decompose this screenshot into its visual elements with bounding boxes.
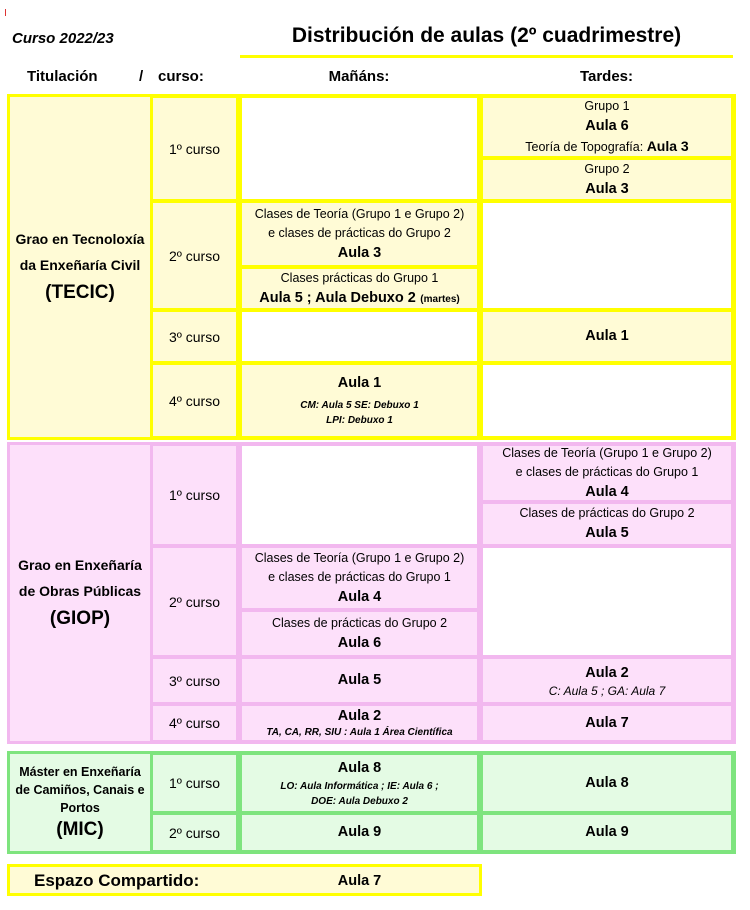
col-header-curso: curso: [158, 68, 204, 85]
tecic-1-morning-empty [239, 95, 480, 202]
giop-2-morning-theory: Clases de Teoría (Grupo 1 e Grupo 2) e c… [239, 545, 480, 611]
tecic-curso-4: 4º curso [150, 362, 239, 439]
mic-1-afternoon: Aula 8 [480, 752, 734, 814]
tecic-3-morning-empty [239, 309, 480, 364]
tecic-curso-2: 2º curso [150, 200, 239, 311]
text-line: Clases de prácticas do Grupo 2 [271, 615, 448, 630]
aula-label: Aula 5 [585, 525, 629, 541]
mic-degree-name: Máster en Enxeñaría de Camiños, Canais e… [10, 754, 150, 851]
mic-2-afternoon: Aula 9 [480, 812, 734, 853]
mic-curso-2: 2º curso [150, 812, 239, 853]
text-line: Clases de Teoría (Grupo 1 e Grupo 2) [254, 206, 465, 221]
note-line: DOE: Aula Debuxo 2 [311, 795, 408, 807]
giop-2-afternoon-empty [480, 545, 734, 658]
giop-1-morning-empty [239, 443, 480, 547]
degree-line: Portos [60, 800, 100, 815]
degree-line: Grao en Tecnoloxía [15, 231, 145, 247]
course-year: Curso 2022/23 [12, 30, 114, 47]
aula-label: Aula 4 [337, 588, 382, 605]
giop-curso-3: 3º curso [150, 656, 239, 705]
text-line: e clases de prácticas do Grupo 2 [268, 225, 451, 240]
aula-label: Aula 4 [585, 483, 629, 500]
aula-label: Aula 2 [337, 707, 382, 724]
group-label: Grupo 2 [584, 161, 630, 176]
tecic-2-afternoon-empty [480, 200, 734, 311]
mic-curso-1: 1º curso [150, 752, 239, 814]
giop-degree-name: Grao en Enxeñaría de Obras Públicas (GIO… [10, 445, 150, 741]
tecic-4-afternoon-empty [480, 362, 734, 439]
topography-label: Teoría de Topografía: [525, 140, 644, 154]
text-line: Clases de Teoría (Grupo 1 e Grupo 2) [502, 445, 712, 460]
aula-label: Aula 3 [337, 244, 382, 261]
degree-line: Máster en Enxeñaría [19, 764, 141, 779]
degree-abbr: (TECIC) [45, 282, 115, 303]
note-line: C: Aula 5 ; GA: Aula 7 [548, 684, 666, 698]
text-line: Clases de Teoría (Grupo 1 e Grupo 2) [254, 550, 465, 565]
col-header-slash: / [139, 68, 144, 85]
giop-1-afternoon-practice: Clases de prácticas do Grupo 2 Aula 5 [480, 501, 734, 547]
tecic-2-morning-theory: Clases de Teoría (Grupo 1 e Grupo 2) e c… [239, 200, 480, 268]
tecic-1-afternoon-group1: Grupo 1 Aula 6 Teoría de Topografía: Aul… [480, 95, 734, 159]
text-line: Clases de prácticas do Grupo 2 [519, 506, 695, 520]
aula-label: Aula 6 [337, 634, 382, 651]
shared-space-box [7, 864, 482, 896]
giop-curso-4: 4º curso [150, 703, 239, 743]
topography-line: Teoría de Topografía: Aula 3 [525, 137, 688, 157]
degree-line: de Obras Públicas [18, 583, 142, 599]
aula-label: Aula 1 [337, 375, 382, 391]
degree-line: da Enxeñaría Civil [19, 257, 141, 273]
giop-2-morning-practice: Clases de prácticas do Grupo 2 Aula 6 [239, 609, 480, 658]
aula-label: Aula 2 [585, 665, 629, 681]
day-note: (martes) [420, 293, 460, 305]
page-title: Distribución de aulas (2º cuadrimestre) [291, 24, 682, 47]
tecic-2-morning-practice: Clases prácticas do Grupo 1 Aula 5 ; Aul… [239, 266, 480, 311]
giop-curso-1: 1º curso [150, 443, 239, 547]
tecic-degree-name: Grao en Tecnoloxía da Enxeñaría Civil (T… [10, 97, 150, 437]
note-line: CM: Aula 5 SE: Debuxo 1 [300, 400, 419, 411]
text-line: Clases prácticas do Grupo 1 [280, 270, 439, 285]
col-header-tardes: Tardes: [579, 68, 634, 85]
col-header-mananas: Mañáns: [328, 68, 390, 85]
mic-2-morning: Aula 9 [239, 812, 480, 853]
col-header-titulacion: Titulación [27, 68, 98, 85]
title-underline [240, 55, 733, 58]
degree-abbr: (MIC) [56, 818, 104, 840]
aula-line: Aula 5 ; Aula Debuxo 2 (martes) [259, 288, 460, 309]
shared-space-aula: Aula 7 [337, 873, 382, 889]
degree-line: Grao en Enxeñaría [18, 557, 142, 573]
aula-label: Aula 3 [646, 138, 689, 154]
tecic-1-afternoon-group2: Grupo 2 Aula 3 [480, 157, 734, 202]
corner-mark [5, 9, 6, 16]
shared-space-label: Espazo Compartido: [34, 871, 200, 890]
degree-abbr: (GIOP) [49, 608, 111, 629]
giop-curso-2: 2º curso [150, 545, 239, 658]
degree-line: de Camiños, Canais e [15, 782, 145, 797]
giop-4-morning: Aula 2 TA, CA, RR, SIU : Aula 1 Área Cie… [239, 703, 480, 743]
tecic-4-morning: Aula 1 CM: Aula 5 SE: Debuxo 1 LPI: Debu… [239, 362, 480, 439]
aula-label: Aula 5 ; Aula Debuxo 2 [259, 289, 416, 306]
group-label: Grupo 1 [584, 99, 630, 113]
aula-label: Aula 8 [337, 759, 382, 776]
text-line: e clases de prácticas do Grupo 1 [515, 464, 699, 479]
tecic-curso-1: 1º curso [150, 95, 239, 202]
giop-4-afternoon: Aula 7 [480, 703, 734, 743]
tecic-curso-3: 3º curso [150, 309, 239, 364]
giop-3-morning: Aula 5 [239, 656, 480, 705]
aula-label: Aula 3 [585, 180, 629, 197]
giop-1-afternoon-theory: Clases de Teoría (Grupo 1 e Grupo 2) e c… [480, 443, 734, 503]
note-line: LO: Aula Informática ; IE: Aula 6 ; [280, 780, 439, 792]
text-line: e clases de prácticas do Grupo 1 [268, 569, 451, 584]
mic-1-morning: Aula 8 LO: Aula Informática ; IE: Aula 6… [239, 752, 480, 814]
tecic-3-afternoon: Aula 1 [480, 309, 734, 364]
giop-3-afternoon: Aula 2 C: Aula 5 ; GA: Aula 7 [480, 656, 734, 705]
aula-label: Aula 6 [585, 118, 629, 134]
note-line: LPI: Debuxo 1 [326, 415, 393, 426]
note-line: TA, CA, RR, SIU : Aula 1 Área Científica [266, 726, 453, 738]
